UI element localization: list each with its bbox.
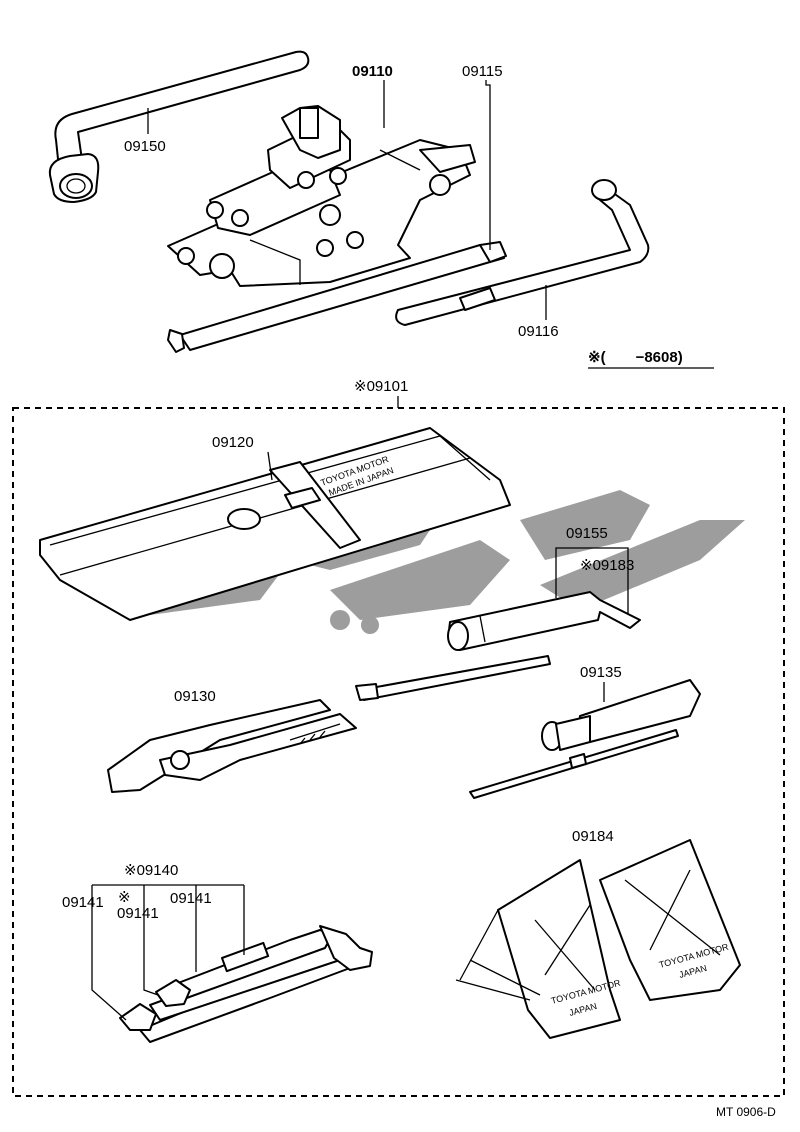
label-09140: ※09140 <box>124 862 178 879</box>
spanner-set-09140 <box>119 925 373 1043</box>
label-09150: 09150 <box>124 138 166 155</box>
label-09116: 09116 <box>518 323 559 340</box>
wrench-handle-09155 <box>447 591 641 651</box>
label-09120: 09120 <box>212 434 254 451</box>
label-09141-a: 09141 <box>62 894 104 911</box>
label-09141-b-mark: ※ <box>118 889 131 906</box>
pliers-09130 <box>107 699 357 793</box>
leaders-top <box>147 80 547 320</box>
label-09115: 09115 <box>462 63 503 80</box>
scissor-jack-09110 <box>167 105 476 287</box>
label-09141-b: 09141 <box>117 905 159 922</box>
jack-handle-09115 <box>167 241 507 353</box>
flat-screwdriver-blade <box>355 655 551 701</box>
lug-wrench-09150 <box>48 50 310 203</box>
range-note: ※( −8608) <box>588 349 683 366</box>
label-09135: 09135 <box>580 664 622 681</box>
wheel-chocks-09184: TOYOTA MOTOR JAPAN TOYOTA MOTOR JAPAN <box>455 839 741 1039</box>
wheel-nut-wrench-09116 <box>395 179 650 326</box>
label-09101: ※09101 <box>354 378 408 395</box>
label-09120-leader <box>267 451 273 481</box>
label-09130: 09130 <box>174 688 216 705</box>
screwdriver-09135 <box>469 679 701 799</box>
label-09155: 09155 <box>566 525 608 542</box>
label-09183: ※09183 <box>580 557 634 574</box>
leaders-09141 <box>91 884 245 1021</box>
tool-bag-09120: TOYOTA MOTOR MADE IN JAPAN <box>39 427 511 621</box>
tool-kit-frame <box>12 407 785 1097</box>
label-09141-c: 09141 <box>170 890 212 907</box>
label-09110: 09110 <box>352 63 393 80</box>
label-09184: 09184 <box>572 828 614 845</box>
footer-code: MT 0906-D <box>716 1105 776 1119</box>
leaders-09155 <box>555 547 629 614</box>
